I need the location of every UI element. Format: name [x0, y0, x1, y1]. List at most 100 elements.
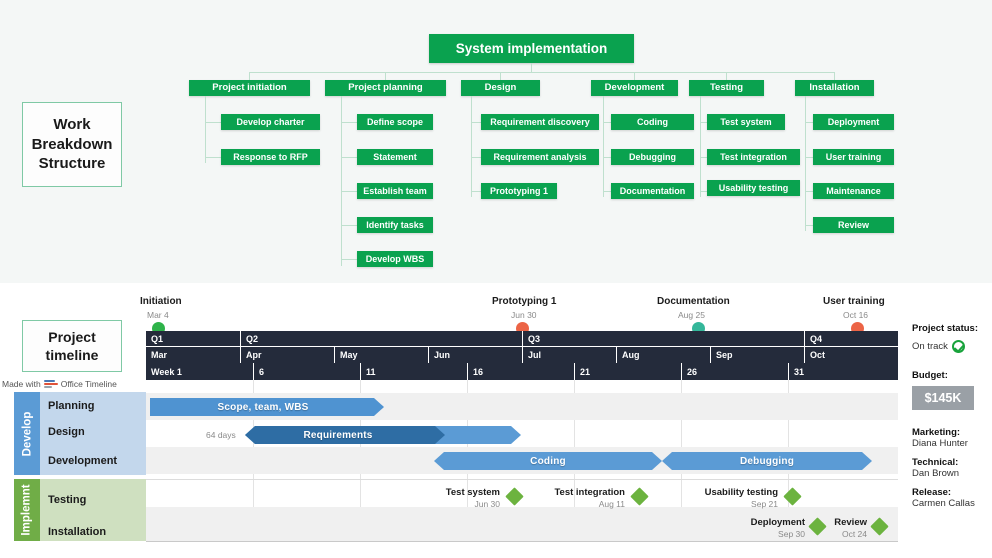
wbs-node-testing[interactable]: Testing: [689, 80, 764, 96]
wbs-connector: [249, 72, 250, 80]
budget-label: Budget:: [912, 370, 948, 381]
wbs-node-test-system[interactable]: Test system: [707, 114, 785, 130]
wbs-node-develop-charter[interactable]: Develop charter: [221, 114, 320, 130]
brand-label: Office Timeline: [60, 379, 117, 389]
axis-quarter-q4: Q4: [804, 331, 898, 346]
wbs-node-prototyping-1[interactable]: Prototyping 1: [481, 183, 557, 199]
wbs-node-debugging[interactable]: Debugging: [611, 149, 694, 165]
wbs-connector: [603, 157, 611, 158]
gantt-bar-scope-team-wbs[interactable]: Scope, team, WBS: [150, 398, 384, 416]
swimlane-category-label: Develop: [21, 411, 33, 456]
wbs-node-develop-wbs[interactable]: Develop WBS: [357, 251, 433, 267]
swimlane-row-planning[interactable]: Planning: [48, 400, 95, 412]
gantt-bar-label: Debugging: [739, 455, 794, 467]
wbs-connector: [700, 122, 707, 123]
gantt-bar-coding[interactable]: Coding: [434, 452, 662, 470]
wbs-node-statement[interactable]: Statement: [357, 149, 433, 165]
axis-quarter-q3: Q3: [522, 331, 804, 346]
wbs-connector: [603, 191, 611, 192]
wbs-connector: [341, 259, 357, 260]
axis-month-jun: Jun: [428, 347, 522, 363]
axis-month-oct: Oct: [804, 347, 898, 363]
wbs-root-node[interactable]: System implementation: [429, 34, 634, 63]
plot-bottom-border: [146, 541, 898, 542]
wbs-node-review[interactable]: Review: [813, 217, 894, 233]
swimlane-row-installation[interactable]: Installation: [48, 526, 107, 538]
wbs-connector: [603, 122, 611, 123]
top-milestone-name: Prototyping 1: [492, 296, 557, 307]
wbs-connector: [603, 96, 604, 197]
swimlane-row-testing[interactable]: Testing: [48, 494, 87, 506]
row-shade-installation: [146, 507, 898, 541]
contact-name-release: Carmen Callas: [912, 498, 975, 509]
wbs-node-design[interactable]: Design: [461, 80, 540, 96]
wbs-node-installation[interactable]: Installation: [795, 80, 874, 96]
bar-shape: [245, 426, 521, 444]
swimlane-row-development[interactable]: Development: [48, 455, 118, 467]
office-timeline-logo-icon: [43, 379, 58, 389]
bar-shape: [434, 452, 662, 470]
contact-role-technical: Technical:: [912, 457, 959, 468]
swimlane-category-label: Implemnt: [21, 484, 33, 536]
axis-month-apr: Apr: [240, 347, 334, 363]
project-status-value: On track: [912, 341, 948, 352]
wbs-node-response-to-rfp[interactable]: Response to RFP: [221, 149, 320, 165]
wbs-node-maintenance[interactable]: Maintenance: [813, 183, 894, 199]
milestone-date: Oct 24: [841, 529, 867, 539]
wbs-section: Work Breakdown Structure System implemen…: [0, 0, 992, 283]
milestone-diamond-icon: [783, 487, 802, 506]
top-milestone-date: Oct 16: [843, 310, 869, 320]
gantt-bar-label: Scope, team, WBS: [217, 401, 309, 413]
wbs-node-test-integration[interactable]: Test integration: [707, 149, 800, 165]
wbs-connector: [341, 157, 357, 158]
gantt-bar-requirements[interactable]: Requirements: [245, 426, 521, 444]
top-milestone-date: Jun 30: [511, 310, 537, 320]
wbs-node-define-scope[interactable]: Define scope: [357, 114, 433, 130]
swimlane-row-design[interactable]: Design: [48, 426, 85, 438]
wbs-connector: [471, 96, 472, 197]
gantt-duration-label: 64 days: [206, 430, 236, 440]
wbs-title-line-2: Breakdown: [31, 135, 113, 153]
wbs-node-user-training[interactable]: User training: [813, 149, 894, 165]
wbs-node-usability-testing[interactable]: Usability testing: [707, 180, 800, 196]
swimlane-category-develop: Develop: [14, 392, 40, 475]
milestone-date: Aug 11: [598, 499, 625, 509]
wbs-connector: [834, 72, 835, 80]
wbs-node-coding[interactable]: Coding: [611, 114, 694, 130]
axis-week-6: 6: [253, 363, 360, 380]
wbs-connector: [805, 157, 813, 158]
wbs-node-project-initiation[interactable]: Project initiation: [189, 80, 310, 96]
wbs-node-documentation[interactable]: Documentation: [611, 183, 694, 199]
swimlane-category-implement: Implemnt: [14, 479, 40, 541]
axis-week-21: 21: [574, 363, 681, 380]
wbs-node-requirement-discovery[interactable]: Requirement discovery: [481, 114, 599, 130]
wbs-connector: [700, 96, 701, 197]
axis-month-may: May: [334, 347, 428, 363]
gantt-bar-debugging[interactable]: Debugging: [662, 452, 872, 470]
made-with-credit: Made with Office Timeline: [2, 379, 117, 389]
wbs-node-establish-team[interactable]: Establish team: [357, 183, 433, 199]
axis-quarters-row: Q1 Q2 Q3 Q4: [146, 331, 898, 346]
wbs-node-requirement-analysis[interactable]: Requirement analysis: [481, 149, 599, 165]
axis-week-31: 31: [788, 363, 898, 380]
wbs-connector: [500, 72, 501, 80]
wbs-node-identify-tasks[interactable]: Identify tasks: [357, 217, 433, 233]
wbs-node-deployment[interactable]: Deployment: [813, 114, 894, 130]
wbs-connector: [205, 122, 221, 123]
milestone-name: Usability testing: [704, 487, 778, 498]
wbs-node-development[interactable]: Development: [591, 80, 678, 96]
top-milestone-date: Aug 25: [678, 310, 705, 320]
milestone-name: Test system: [445, 487, 500, 498]
axis-weeks-row: Week 1 6 11 16 21 26 31: [146, 363, 898, 380]
wbs-connector: [531, 63, 532, 73]
milestone-name: Test integration: [554, 487, 625, 498]
milestone-name: Deployment: [750, 517, 805, 528]
milestone-date: Sep 21: [751, 499, 778, 509]
wbs-connector: [205, 157, 221, 158]
wbs-connector: [341, 225, 357, 226]
wbs-node-project-planning[interactable]: Project planning: [325, 80, 446, 96]
wbs-connector: [805, 225, 813, 226]
contact-role-marketing: Marketing:: [912, 427, 961, 438]
timeline-title-line-1: Project: [48, 328, 96, 345]
made-with-label: Made with: [2, 379, 41, 389]
